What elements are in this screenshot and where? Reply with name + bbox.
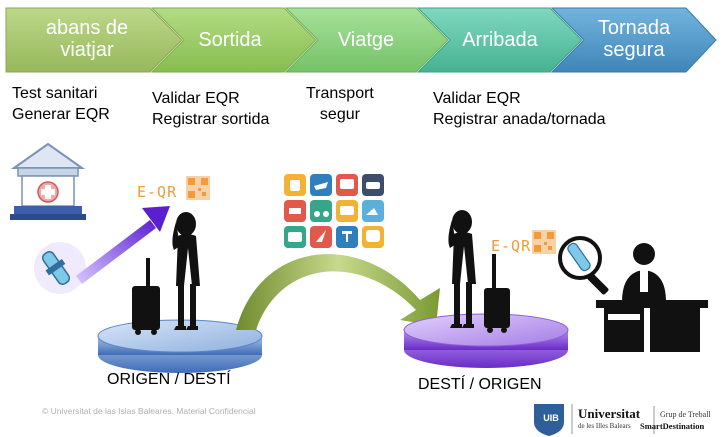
chevron-step-5 — [550, 7, 717, 73]
step-3-tasks: Transport segur — [306, 85, 374, 123]
transport-icons-grid — [284, 174, 384, 248]
origin-platform — [97, 319, 263, 373]
hospital-icon — [10, 142, 86, 220]
chevron-step-1 — [5, 7, 183, 73]
step-4-label: Arribada — [462, 29, 538, 51]
copyright-text: © Universitat de las Islas Baleares. Mat… — [42, 406, 256, 416]
magnifier-icon — [558, 236, 609, 295]
chevron-step-3 — [284, 7, 449, 73]
uib-logo — [534, 404, 655, 436]
eqr-code-right — [532, 230, 556, 254]
destination-label: DESTÍ / ORIGEN — [418, 376, 542, 393]
step-2-tasks: Validar EQR Registrar sortida — [152, 90, 270, 128]
travel-arrow — [236, 254, 440, 330]
origin-label: ORIGEN / DESTÍ — [107, 371, 231, 388]
test-swab-icon — [34, 242, 86, 294]
group-line-1: Grup de Treball — [660, 410, 711, 419]
journey-illustration — [10, 142, 708, 373]
group-line-2: SmartDestination — [640, 421, 705, 431]
step-4-tasks: Validar EQR Registrar anada/tornada — [433, 90, 606, 128]
chevron-step-2 — [150, 7, 317, 73]
traveler-right — [448, 210, 510, 333]
process-chevrons — [5, 7, 717, 73]
eqr-label-left: E-QR — [137, 183, 178, 201]
university-subtitle: de les Illes Balears — [578, 422, 631, 430]
uib-logo-text: UIB — [543, 413, 559, 423]
traveler-left — [132, 212, 200, 335]
university-name: Universitat — [578, 406, 641, 421]
step-3-label: Viatge — [337, 29, 395, 51]
step-1-label: abans de viatjar — [45, 17, 129, 61]
destination-platform — [403, 313, 569, 368]
eqr-code-left — [186, 176, 210, 200]
officer-desk-icon — [596, 243, 708, 352]
generate-eqr-arrow — [76, 206, 170, 284]
eqr-label-right: E-QR — [491, 237, 532, 255]
step-1-tasks: Test sanitari Generar EQR — [12, 85, 110, 123]
step-2-label: Sortida — [198, 29, 262, 51]
step-5-label: Tornada segura — [597, 17, 671, 61]
chevron-step-4 — [416, 7, 583, 73]
